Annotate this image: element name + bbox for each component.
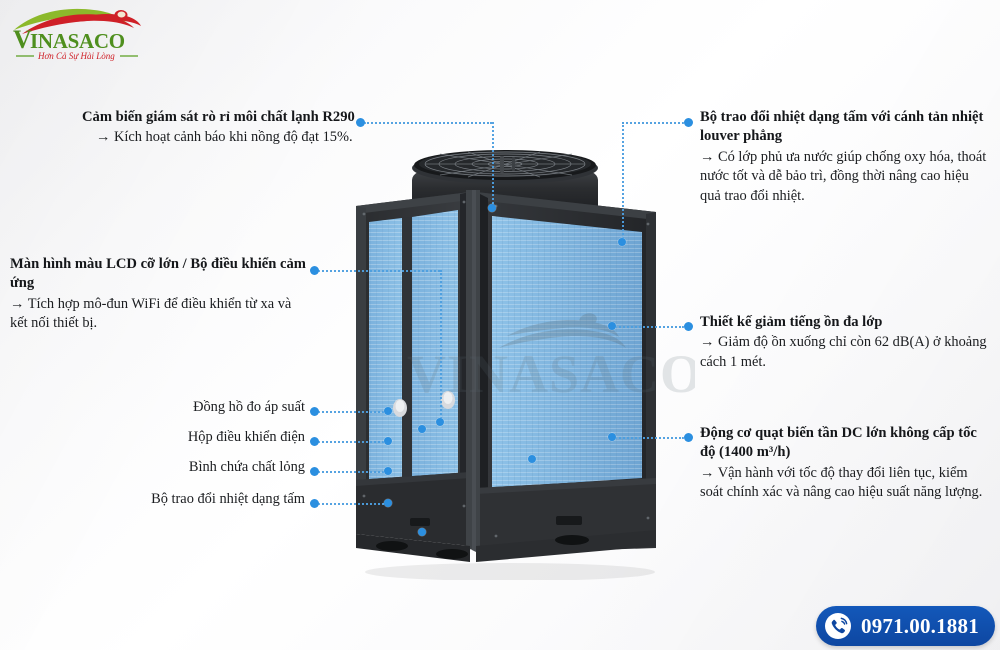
leader-dot-left-mid-origin xyxy=(310,266,319,275)
feature-right-mid-title: Thiết kế giảm tiếng ồn đa lớp xyxy=(700,314,883,330)
leader-dot-receiver-origin xyxy=(310,467,319,476)
short-label-plate-heat-exchanger: Bộ trao đổi nhiệt dạng tấm xyxy=(151,491,305,507)
feature-left-mid: Màn hình màu LCD cỡ lớn / Bộ điều khiển … xyxy=(10,255,306,334)
leader-line-right-bottom xyxy=(612,437,684,439)
feature-right-top-title: Bộ trao đổi nhiệt dạng tấm với cánh tản … xyxy=(700,109,984,145)
feature-left-top-title: Cảm biến giám sát rò rỉ môi chất lạnh R2… xyxy=(82,109,355,125)
leader-dot-right-top-origin xyxy=(684,118,693,127)
feature-right-bottom-title: Động cơ quạt biến tần DC lớn không cấp t… xyxy=(700,425,977,461)
leader-dot-right-bottom-origin xyxy=(684,433,693,442)
feature-right-mid: Thiết kế giảm tiếng ồn đa lớp → Giảm độ … xyxy=(700,313,992,373)
short-label-electric-control-box: Hộp điều khiển điện xyxy=(187,429,305,445)
leader-dot-control-box-origin xyxy=(310,437,319,446)
heat-pump-unit-image xyxy=(340,148,680,580)
leader-dot-right-top-target xyxy=(618,238,626,246)
leader-dot-left-top-target xyxy=(488,204,496,212)
leader-line-plate-hx xyxy=(318,503,388,505)
leader-line-right-mid xyxy=(612,326,684,328)
feature-left-top: Cảm biến giám sát rò rỉ môi chất lạnh R2… xyxy=(82,108,362,148)
leader-dot-receiver-target xyxy=(384,467,392,475)
leader-dot-right-mid-origin xyxy=(684,322,693,331)
leader-vline-left-mid xyxy=(440,270,442,422)
leader-line-left-top xyxy=(364,122,492,124)
svg-text:Hơn Cả Sự Hài Lòng: Hơn Cả Sự Hài Lòng xyxy=(37,51,115,61)
feature-left-mid-desc: → Tích hợp mô-đun WiFi để điều khiển từ … xyxy=(10,295,292,332)
svg-text:V: V xyxy=(13,25,32,54)
phone-call-icon xyxy=(824,612,852,640)
feature-right-mid-desc: → Giảm độ ồn xuống chỉ còn 62 dB(A) ở kh… xyxy=(700,334,987,370)
cabinet-left-face xyxy=(356,192,470,546)
feature-right-bottom: Động cơ quạt biến tần DC lớn không cấp t… xyxy=(700,424,992,503)
leader-dot-gauge-target xyxy=(384,407,392,415)
leader-dot-right-bottom-target xyxy=(608,433,616,441)
cabinet-lower-details xyxy=(356,200,656,562)
leader-line-control-box xyxy=(318,441,388,443)
leader-dot-right-mid-target xyxy=(608,322,616,330)
short-label-pressure-gauge: Đồng hồ đo áp suất xyxy=(193,399,305,415)
leader-dot-control-box-target xyxy=(384,437,392,445)
leader-vline-right-top xyxy=(622,122,624,242)
vinasaco-logo: V INASACO Hơn Cả Sự Hài Lòng xyxy=(8,4,148,62)
leader-dot-left-mid-target xyxy=(436,418,444,426)
leader-dot-plate-hx-target xyxy=(384,499,392,507)
leader-dot-gauge-origin xyxy=(310,407,319,416)
leader-dot-left-top-origin xyxy=(356,118,365,127)
unit-marker-base xyxy=(418,528,426,536)
leader-vline-left-top xyxy=(492,122,494,208)
feature-left-mid-title: Màn hình màu LCD cỡ lớn / Bộ điều khiển … xyxy=(10,256,306,292)
leader-line-gauge xyxy=(318,411,388,413)
feature-right-top-desc: → Có lớp phủ ưa nước giúp chống oxy hóa,… xyxy=(700,148,987,204)
top-fan-shroud xyxy=(412,150,598,206)
phone-number-text: 0971.00.1881 xyxy=(861,613,979,638)
short-label-liquid-receiver: Bình chứa chất lỏng xyxy=(188,459,305,475)
unit-marker-fan-inner xyxy=(418,425,426,433)
cabinet-right-face xyxy=(476,192,656,554)
feature-left-top-desc: → Kích hoạt cảnh báo khi nồng độ đạt 15%… xyxy=(96,129,353,146)
leader-dot-plate-hx-origin xyxy=(310,499,319,508)
leader-line-receiver xyxy=(318,471,388,473)
leader-line-left-mid xyxy=(318,270,440,272)
unit-marker-mid xyxy=(528,455,536,463)
leader-line-right-top xyxy=(622,122,684,124)
feature-right-top: Bộ trao đổi nhiệt dạng tấm với cánh tản … xyxy=(700,108,992,207)
svg-text:INASACO: INASACO xyxy=(30,29,125,53)
phone-contact-badge[interactable]: 0971.00.1881 xyxy=(816,606,995,646)
feature-right-bottom-desc: → Vận hành với tốc độ thay đổi liên tục,… xyxy=(700,464,983,501)
